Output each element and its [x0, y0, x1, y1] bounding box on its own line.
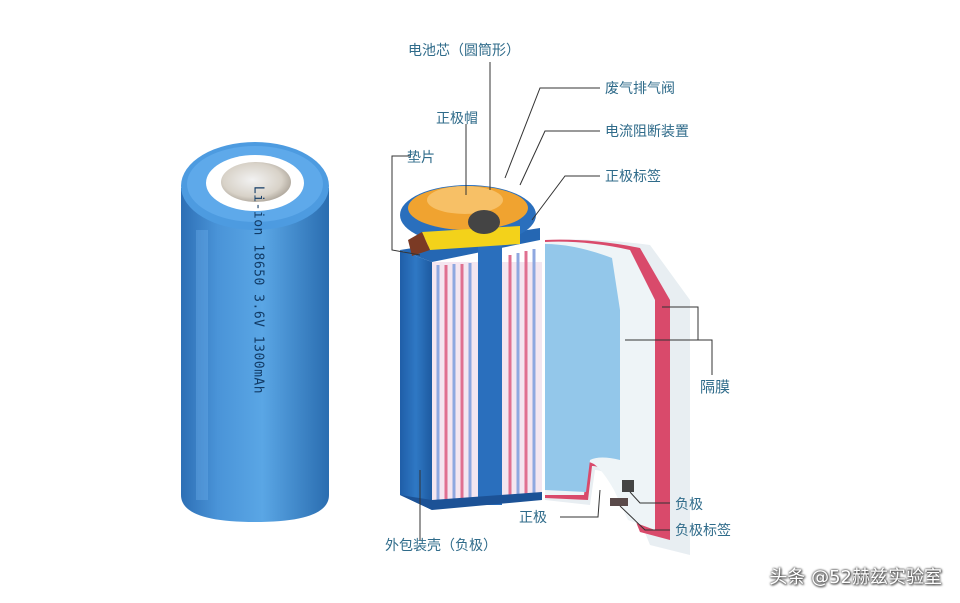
electrode-sheets [545, 239, 690, 556]
battery-photo [181, 142, 329, 522]
label-cid: 电流阻断装置 [605, 124, 689, 140]
label-cap: 正极帽 [436, 111, 478, 127]
cell-print-text: Li-ion 18650 3.6V 1300mAh [250, 185, 266, 395]
leader-lines [391, 62, 713, 540]
battery-cutaway [400, 185, 690, 556]
cap-assembly [400, 185, 536, 256]
label-positive-tab: 正极标签 [605, 169, 661, 185]
label-vent: 废气排气阀 [605, 81, 675, 97]
label-cathode: 正极 [519, 510, 547, 526]
label-core: 电池芯（圆筒形） [408, 43, 520, 59]
label-case: 外包装壳（负极） [385, 538, 497, 554]
label-negative-tab: 负极标签 [675, 523, 731, 539]
label-gasket: 垫片 [407, 150, 435, 166]
jellyroll-layers [432, 240, 542, 505]
label-separator: 隔膜 [700, 378, 731, 396]
watermark: 头条 @52赫兹实验室 [769, 567, 942, 588]
label-anode: 负极 [675, 497, 703, 513]
